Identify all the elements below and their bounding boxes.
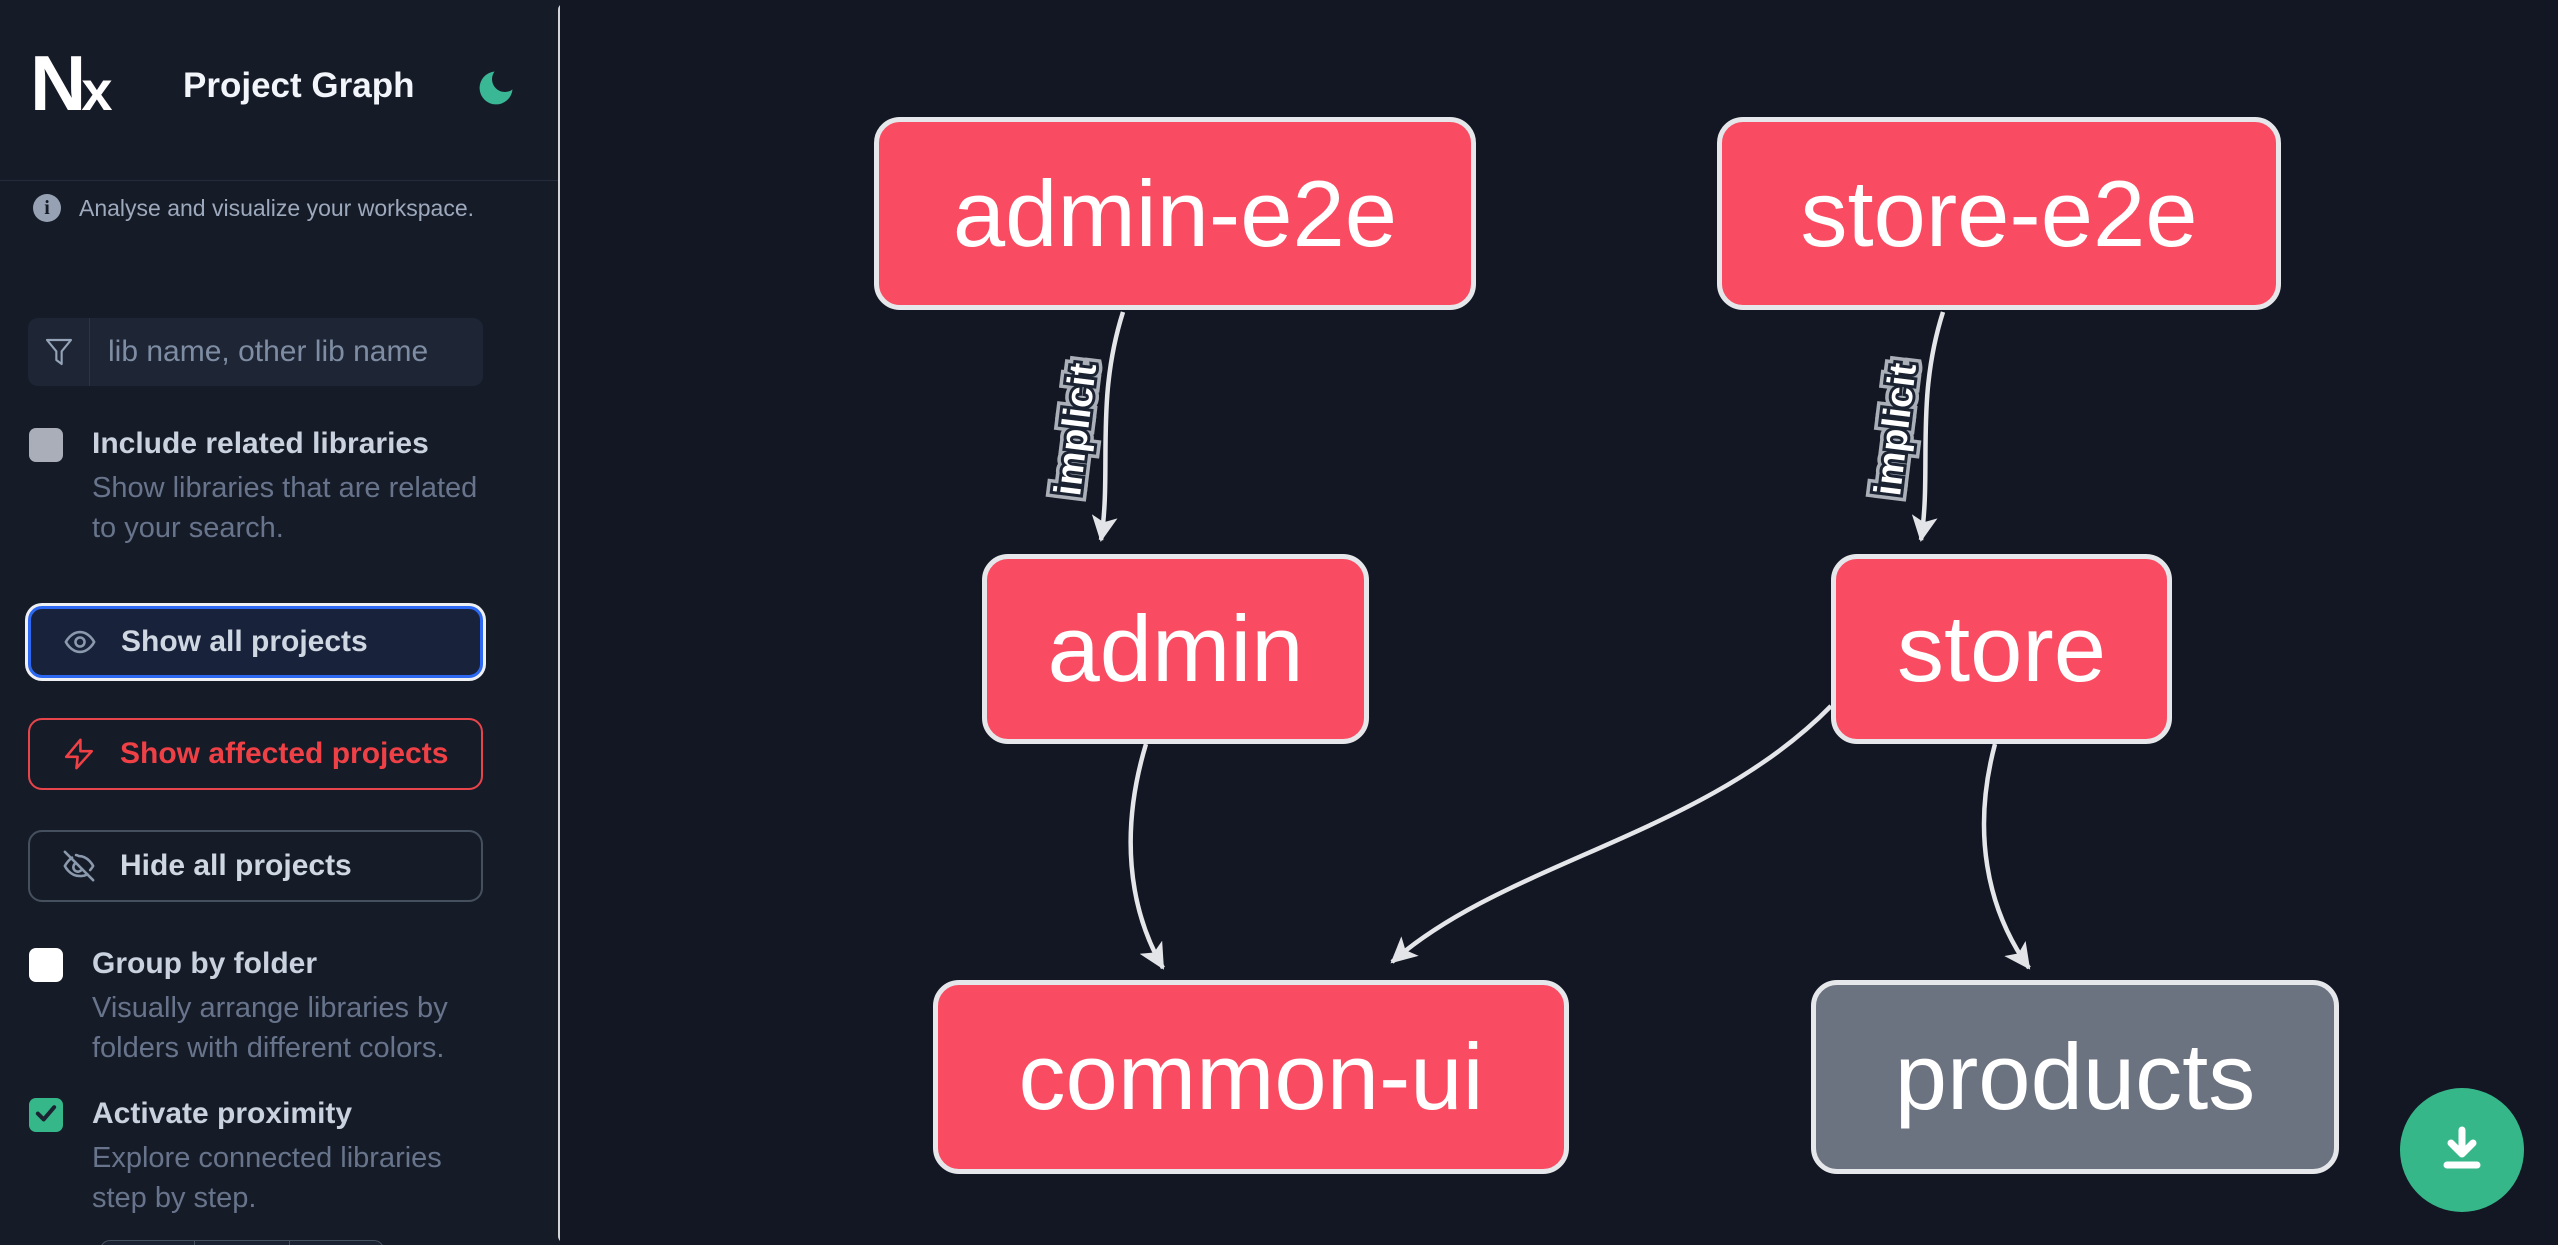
node-label: products [1894,1024,2256,1129]
option-description: Show libraries that are related to your … [92,472,478,544]
hide-all-projects-button[interactable]: Hide all projects [28,830,483,902]
sidebar: Nx Project Graph i Analyse and visualize… [0,0,560,1245]
option-label: Group by folder [92,947,317,980]
moon-icon [474,71,518,114]
download-icon [2432,1118,2492,1183]
group-by-folder-checkbox[interactable] [29,948,63,982]
nx-logo: Nx [30,44,113,122]
option-label: Activate proximity [92,1097,353,1130]
option-group-by-folder: Group by folder Visually arrange librari… [29,946,499,1068]
search-input[interactable] [90,318,512,386]
activate-proximity-checkbox[interactable] [29,1098,63,1132]
sidebar-header: Nx Project Graph [0,0,560,181]
nx-logo-n: N [30,39,86,127]
segmented-control-partial [100,1240,384,1245]
tagline-row: i Analyse and visualize your workspace. [33,194,474,222]
node-label: admin-e2e [952,160,1398,266]
segmented-control-button[interactable] [101,1241,196,1245]
button-label: Show affected projects [120,737,449,770]
download-graph-button[interactable] [2400,1088,2524,1212]
tagline-text: Analyse and visualize your workspace. [79,194,475,221]
segmented-control-button[interactable] [290,1241,383,1245]
node-label: store-e2e [1800,160,2198,266]
node-label: common-ui [1018,1024,1484,1129]
graph-node-admin[interactable]: admin [982,554,1369,744]
option-description: Explore connected libraries step by step… [92,1142,442,1214]
eye-off-icon [62,849,96,883]
graph-node-products[interactable]: products [1811,980,2339,1174]
option-activate-proximity: Activate proximity Explore connected lib… [29,1096,499,1218]
include-related-checkbox[interactable] [29,428,63,462]
option-label: Include related libraries [92,427,429,460]
info-icon: i [33,194,61,222]
node-label: store [1897,596,2106,701]
node-label: admin [1047,596,1304,701]
filter-icon [28,318,90,386]
theme-toggle-button[interactable] [474,66,518,110]
zap-icon [62,737,96,771]
button-label: Hide all projects [120,849,352,882]
graph-node-store[interactable]: store [1831,554,2172,744]
nx-logo-x: x [81,59,112,122]
show-all-projects-button[interactable]: Show all projects [28,606,483,678]
check-icon [32,1099,60,1132]
button-label: Show all projects [121,625,368,658]
graph-node-store-e2e[interactable]: store-e2e [1717,117,2281,310]
page-title: Project Graph [183,66,415,105]
eye-icon [63,625,97,659]
option-include-related-libraries: Include related libraries Show libraries… [29,426,499,548]
option-description: Visually arrange libraries by folders wi… [92,992,448,1064]
segmented-control-button[interactable] [195,1241,290,1245]
search-box [28,318,512,386]
show-affected-projects-button[interactable]: Show affected projects [28,718,483,790]
graph-node-admin-e2e[interactable]: admin-e2e [874,117,1476,310]
graph-node-common-ui[interactable]: common-ui [933,980,1569,1174]
